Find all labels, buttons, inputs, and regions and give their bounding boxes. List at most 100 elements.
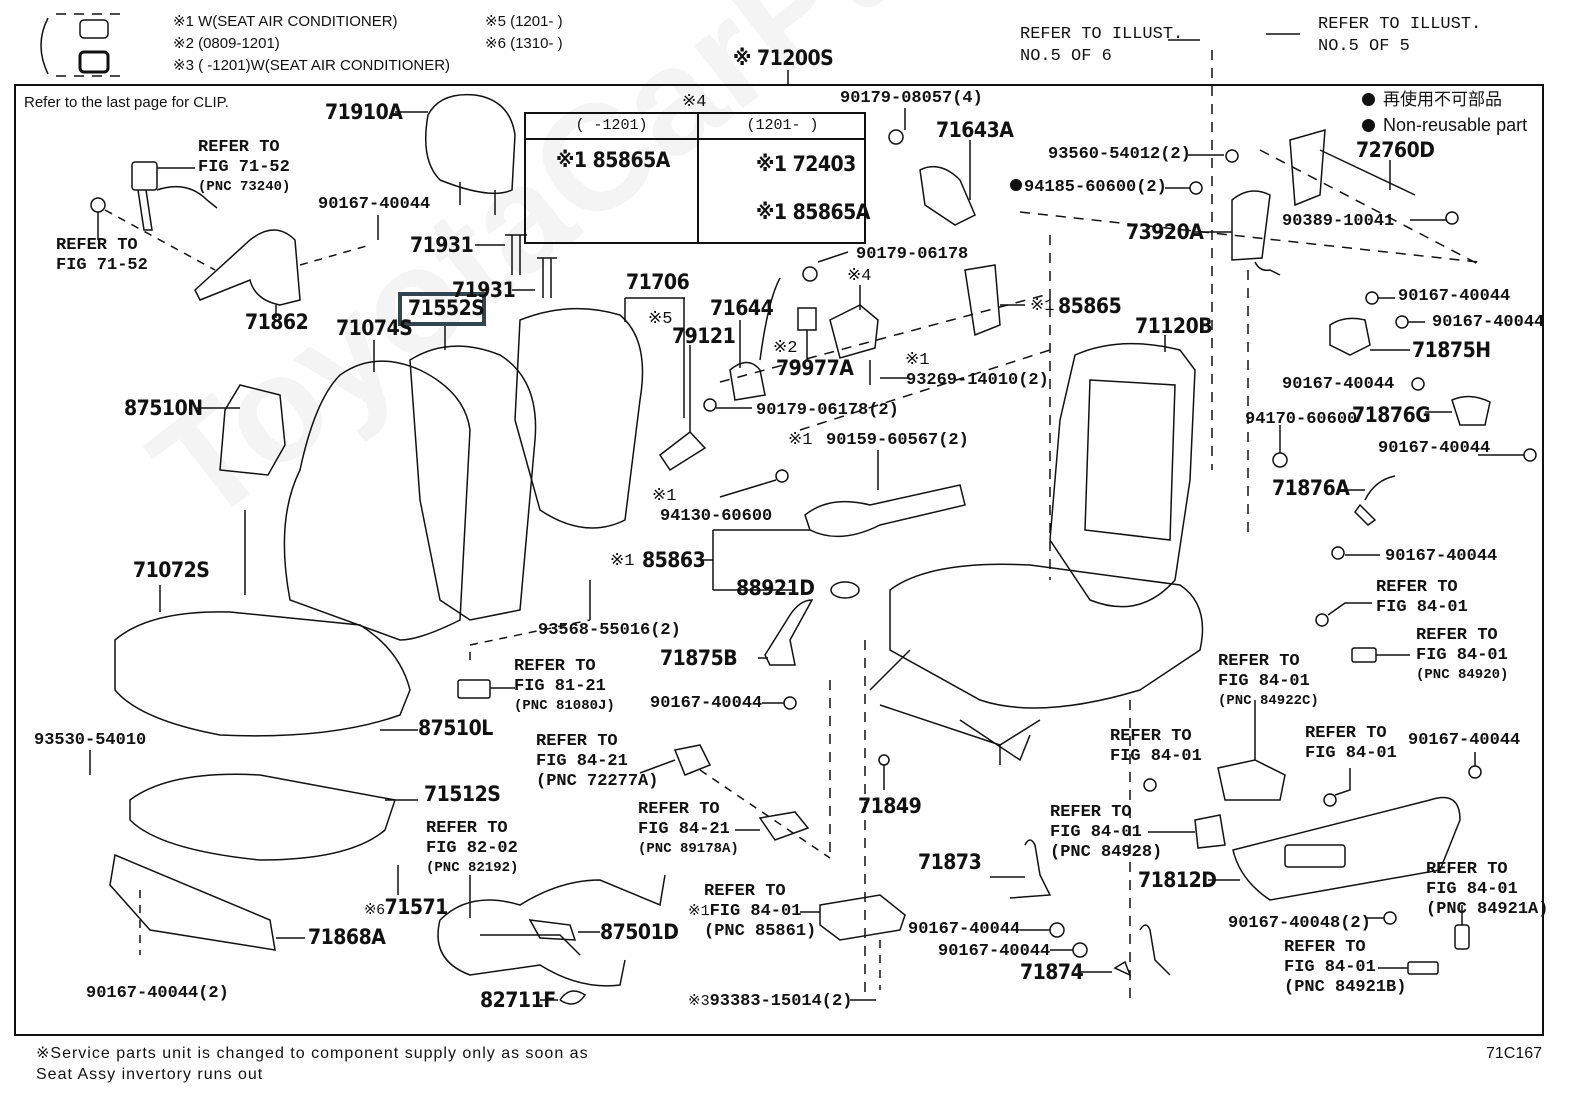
fastener-94185-60600[interactable]: 94185-60600(2)	[1010, 179, 1167, 196]
fastener-93568-55016[interactable]: 93568-55016(2)	[538, 621, 681, 640]
seat-cushion-71072S	[114, 611, 411, 737]
fastener-90167-40044-bl[interactable]: 90167-40044(2)	[86, 984, 229, 1003]
ref-fig-82-02[interactable]: REFER TO FIG 82-02 (PNC 82192)	[426, 819, 518, 877]
fastener-90167-40044-b2[interactable]: 90167-40044	[938, 942, 1051, 961]
ref-fig-84-21-72277A[interactable]: REFER TO FIG 84-21 (PNC 72277A)	[536, 732, 658, 792]
footer-note-line-2: Seat Assy invertory runs out	[36, 1066, 264, 1083]
part-88921D[interactable]: 88921D	[736, 576, 815, 600]
part-71874[interactable]: 71874	[1020, 960, 1084, 984]
part-79121[interactable]: 79121	[672, 324, 736, 348]
part-71910A[interactable]: 71910A	[325, 100, 403, 124]
fastener-93383-15014[interactable]: ※393383-15014(2)	[688, 993, 852, 1010]
part-71812D[interactable]: 71812D	[1138, 868, 1217, 892]
part-87510N[interactable]: 87510N	[124, 396, 203, 420]
ref-fig-84-01-84921A[interactable]: REFER TO FIG 84-01 (PNC 84921A)	[1426, 860, 1548, 920]
refer-illust-right[interactable]: REFER TO ILLUST. NO.5 OF 5	[1318, 14, 1481, 58]
part-71074S[interactable]: 71074S	[336, 316, 413, 340]
part-71849[interactable]: 71849	[858, 794, 922, 818]
part-71571[interactable]: ※671571	[364, 897, 448, 919]
fastener-90167-40044-seatbelt[interactable]: 90167-40044	[318, 195, 431, 214]
ref-line-1: REFER TO	[1110, 727, 1192, 746]
ref-fig-84-01-85861[interactable]: REFER TO ※1FIG 84-01 (PNC 85861)	[688, 882, 816, 942]
marker-1: ※1	[688, 903, 710, 920]
part-71072S[interactable]: 71072S	[133, 558, 210, 582]
part-79977A[interactable]: 79977A	[776, 356, 854, 380]
marker-1-90159: ※1	[788, 431, 813, 450]
refer-illust-left-l1: REFER TO ILLUST.	[1020, 25, 1184, 44]
part-71876A[interactable]: 71876A	[1272, 476, 1350, 500]
fastener-93530-54010[interactable]: 93530-54010	[34, 731, 147, 750]
fastener-94170-60600[interactable]: 94170-60600	[1245, 410, 1358, 429]
part-85863[interactable]: 85863	[642, 548, 706, 572]
ref-seatbelt-top[interactable]: REFER TO FIG 71-52 (PNC 73240)	[198, 138, 290, 196]
part-72760D[interactable]: 72760D	[1356, 138, 1435, 162]
side-shield-71812D	[1232, 796, 1461, 901]
ref-fig-81-21[interactable]: REFER TO FIG 81-21 (PNC 81080J)	[514, 657, 615, 715]
fastener-90167-40044-r2[interactable]: 90167-40044	[1432, 313, 1545, 332]
part-71876G[interactable]: 71876G	[1352, 403, 1431, 427]
legend-bracket	[40, 17, 49, 75]
ref-line-1: REFER TO	[1416, 626, 1498, 645]
ref-line-1: REFER TO	[1376, 578, 1458, 597]
fastener-90167-40044-mid[interactable]: 90167-40044	[650, 694, 763, 713]
fastener-90179-06178[interactable]: 90179-06178	[856, 245, 969, 264]
part-71875H[interactable]: 71875H	[1412, 338, 1491, 362]
ref-pnc: (PNC 81080J)	[514, 698, 615, 714]
fastener-90167-40044-r5[interactable]: 90167-40044	[1385, 547, 1498, 566]
fastener-90167-40048[interactable]: 90167-40048(2)	[1228, 914, 1371, 933]
ref-pnc: (PNC 72277A)	[536, 772, 659, 791]
fastener-90389-10041[interactable]: 90389-10041	[1282, 212, 1395, 231]
note-5: ※5 (1201- )	[485, 13, 563, 30]
marker-1-93269: ※1	[905, 351, 930, 370]
ref-fig-84-01-84921B[interactable]: REFER TO FIG 84-01 (PNC 84921B)	[1284, 938, 1406, 998]
part-71706[interactable]: 71706	[626, 270, 690, 294]
part-71868A[interactable]: 71868A	[308, 925, 386, 949]
inset-part-72403[interactable]: ※1 72403	[756, 152, 856, 176]
part-71644[interactable]: 71644	[710, 296, 774, 320]
part-71931-b[interactable]: 71931	[452, 278, 516, 302]
part-87510L[interactable]: 87510L	[418, 716, 493, 740]
fastener-94130-60600[interactable]: 94130-60600	[660, 507, 773, 526]
part-71873[interactable]: 71873	[918, 850, 982, 874]
seatback-frame-71706	[514, 307, 644, 529]
part-71862[interactable]: 71862	[245, 310, 309, 334]
fastener-90167-40044-r1[interactable]: 90167-40044	[1398, 287, 1511, 306]
fastener-90167-40044-r3[interactable]: 90167-40044	[1282, 375, 1395, 394]
part-87501D[interactable]: 87501D	[600, 920, 679, 944]
fastener-93269-14010[interactable]: 93269-14010(2)	[906, 371, 1049, 390]
inset-table: ( -1201) (1201- ) ※1 85865A ※1 72403 ※1 …	[524, 112, 870, 244]
ref-fig-84-01-84922C[interactable]: REFER TO FIG 84-01 (PNC 84922C)	[1218, 652, 1319, 710]
part-71875B[interactable]: 71875B	[660, 646, 738, 670]
fastener-90179-08057[interactable]: 90179-08057(4)	[840, 89, 983, 108]
part-71931-a[interactable]: 71931	[410, 233, 474, 257]
fastener-90167-40044-r4[interactable]: 90167-40044	[1378, 439, 1491, 458]
inset-part-85865A-new[interactable]: ※1 85865A	[756, 200, 870, 224]
part-82711F[interactable]: 82711F	[480, 988, 556, 1012]
part-71552S[interactable]: 71552S	[408, 296, 485, 320]
ref-line-1: REFER TO	[536, 732, 618, 751]
ref-fig-84-21-89178A[interactable]: REFER TO FIG 84-21 (PNC 89178A)	[638, 800, 739, 858]
fastener-93560-54012[interactable]: 93560-54012(2)	[1048, 145, 1191, 164]
ref-fig-84-01-m1[interactable]: REFER TO FIG 84-01	[1110, 727, 1202, 767]
fastener-90167-40044-br[interactable]: 90167-40044	[1408, 731, 1521, 750]
part-71120B[interactable]: 71120B	[1135, 314, 1213, 338]
wire-harness	[437, 874, 666, 987]
part-85865[interactable]: 85865	[1058, 294, 1122, 318]
fastener-90167-40044-b1[interactable]: 90167-40044	[908, 920, 1021, 939]
ref-seatbelt-left[interactable]: REFER TO FIG 71-52	[56, 236, 148, 276]
fastener-90159-60567[interactable]: 90159-60567(2)	[826, 431, 969, 450]
ref-fig-84-01-84928[interactable]: REFER TO FIG 84-01 (PNC 84928)	[1050, 803, 1162, 863]
part-71643A[interactable]: 71643A	[936, 118, 1014, 142]
ref-fig-84-01-r1[interactable]: REFER TO FIG 84-01	[1376, 578, 1468, 618]
refer-illust-left[interactable]: REFER TO ILLUST. NO.5 OF 6	[1020, 24, 1183, 68]
fastener-90179-06178-2[interactable]: 90179-06178(2)	[756, 401, 899, 420]
ref-pnc: (PNC 82192)	[426, 860, 519, 876]
ref-line-2: FIG 84-01	[709, 902, 802, 921]
part-73920A[interactable]: 73920A	[1126, 220, 1204, 244]
ref-fig-84-01-84920[interactable]: REFER TO FIG 84-01 (PNC 84920)	[1416, 626, 1508, 684]
ref-fig-84-01-m2[interactable]: REFER TO FIG 84-01	[1305, 724, 1397, 764]
inset-part-85865A-old[interactable]: ※1 85865A	[556, 148, 670, 172]
part-71512S[interactable]: 71512S	[424, 782, 501, 806]
assembly-label-71200S[interactable]: ※ 71200S	[733, 46, 834, 70]
